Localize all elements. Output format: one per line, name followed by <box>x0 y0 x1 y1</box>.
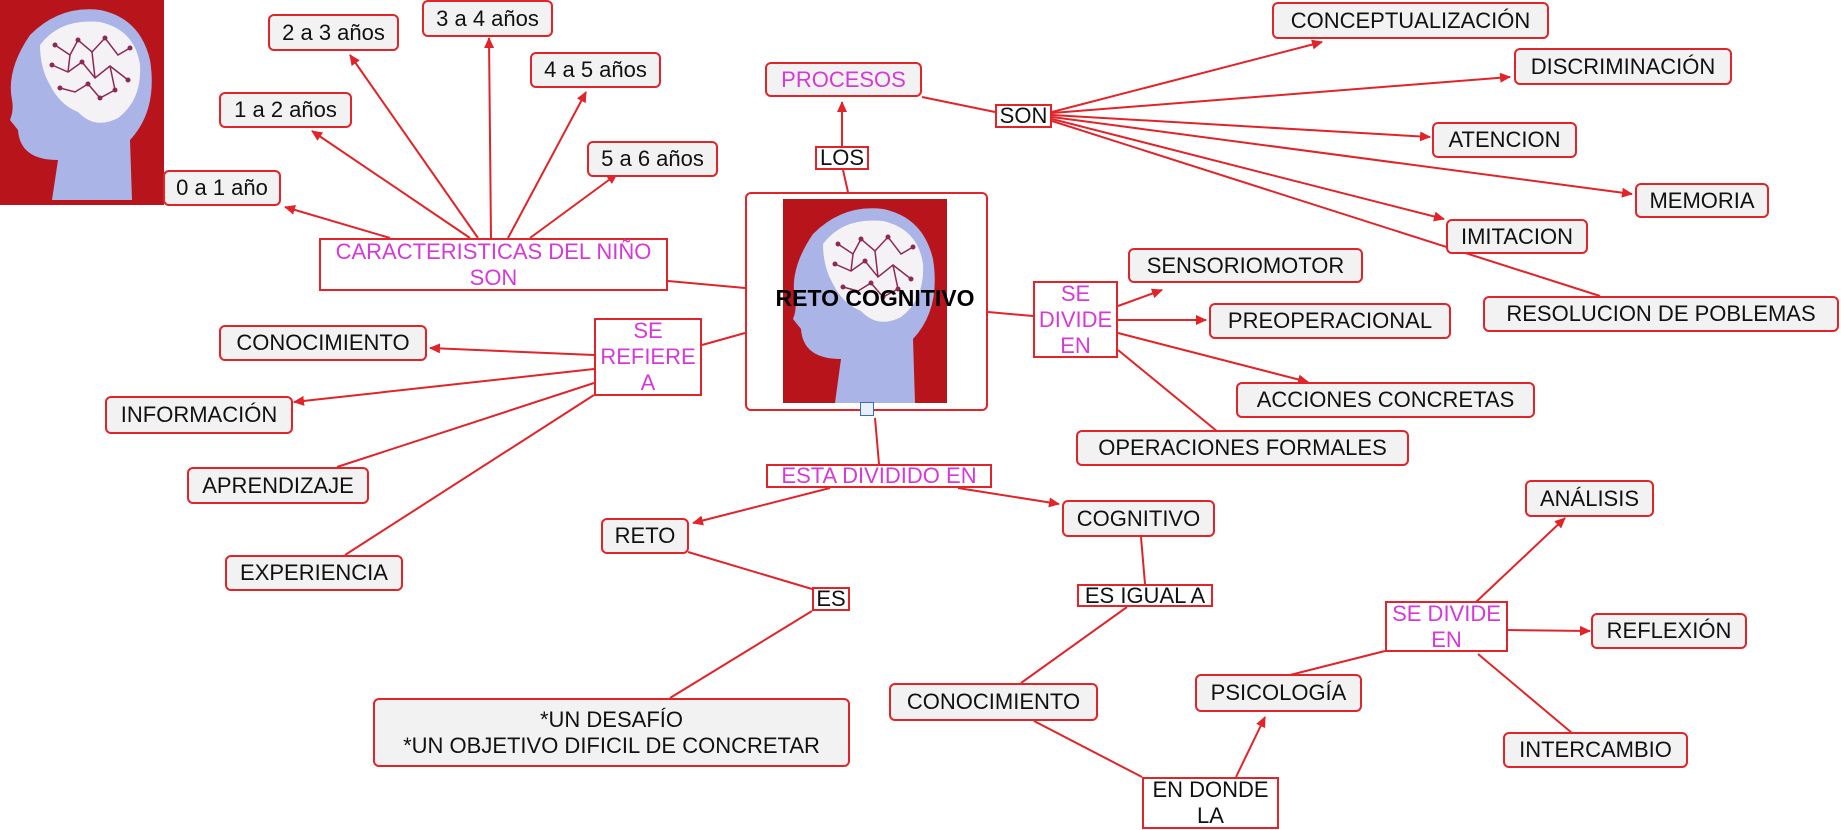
concept-informacion[interactable]: INFORMACIÓN <box>105 396 293 434</box>
link-se-divide-en[interactable]: SE DIVIDE EN <box>1033 281 1118 358</box>
concept-aprendizaje[interactable]: APRENDIZAJE <box>187 467 369 504</box>
concept-age-4-5[interactable]: 4 a 5 años <box>530 52 661 88</box>
concept-preoperacional[interactable]: PREOPERACIONAL <box>1209 303 1451 339</box>
concept-procesos[interactable]: PROCESOS <box>765 62 922 97</box>
concept-atencion[interactable]: ATENCION <box>1432 122 1577 158</box>
link-es[interactable]: ES <box>812 586 850 611</box>
link-se-refiere-a[interactable]: SE REFIERE A <box>594 318 702 396</box>
concept-analisis[interactable]: ANÁLISIS <box>1525 480 1654 517</box>
concept-age-1-2[interactable]: 1 a 2 años <box>219 92 352 128</box>
link-se-divide-en-2[interactable]: SE DIVIDE EN <box>1385 601 1508 652</box>
link-los[interactable]: LOS <box>815 145 869 170</box>
head-illustration-top-left <box>0 0 164 205</box>
central-concept-title: RETO COGNITIVO <box>775 285 975 311</box>
link-es-igual-a[interactable]: ES IGUAL A <box>1077 583 1213 608</box>
concept-imitacion[interactable]: IMITACION <box>1446 219 1588 254</box>
concept-reflexion[interactable]: REFLEXIÓN <box>1591 613 1747 649</box>
link-caracteristicas[interactable]: CARACTERISTICAS DEL NIÑO SON <box>319 238 668 291</box>
concept-reto[interactable]: RETO <box>601 518 689 554</box>
concept-experiencia[interactable]: EXPERIENCIA <box>225 555 403 591</box>
concept-sensoriomotor[interactable]: SENSORIOMOTOR <box>1128 248 1363 283</box>
concept-acciones-concretas[interactable]: ACCIONES CONCRETAS <box>1236 382 1535 418</box>
concept-age-3-4[interactable]: 3 a 4 años <box>422 0 553 37</box>
link-son[interactable]: SON <box>995 103 1052 128</box>
concept-age-5-6[interactable]: 5 a 6 años <box>587 141 718 177</box>
link-en-donde-la[interactable]: EN DONDE LA <box>1142 777 1279 829</box>
concept-conceptualizacion[interactable]: CONCEPTUALIZACIÓN <box>1272 2 1549 39</box>
concept-cognitivo[interactable]: COGNITIVO <box>1062 500 1215 537</box>
concept-conocimiento-bottom[interactable]: CONOCIMIENTO <box>889 683 1098 721</box>
concept-conocimiento-left[interactable]: CONOCIMIENTO <box>219 325 427 361</box>
image-attachment-icon[interactable] <box>860 402 874 416</box>
concept-resolucion-problemas[interactable]: RESOLUCION DE POBLEMAS <box>1483 296 1839 332</box>
concept-intercambio[interactable]: INTERCAMBIO <box>1503 732 1688 768</box>
concept-age-2-3[interactable]: 2 a 3 años <box>268 14 399 51</box>
concept-discriminacion[interactable]: DISCRIMINACIÓN <box>1514 48 1732 85</box>
link-esta-dividido-en[interactable]: ESTA DIVIDIDO EN <box>766 463 992 488</box>
head-illustration-center <box>783 199 947 403</box>
concept-desafio[interactable]: *UN DESAFÍO *UN OBJETIVO DIFICIL DE CONC… <box>373 698 850 767</box>
concept-psicologia[interactable]: PSICOLOGÍA <box>1195 674 1362 712</box>
concept-memoria[interactable]: MEMORIA <box>1635 183 1769 218</box>
concept-age-0-1[interactable]: 0 a 1 año <box>163 170 281 206</box>
concept-operaciones-formales[interactable]: OPERACIONES FORMALES <box>1076 430 1409 466</box>
